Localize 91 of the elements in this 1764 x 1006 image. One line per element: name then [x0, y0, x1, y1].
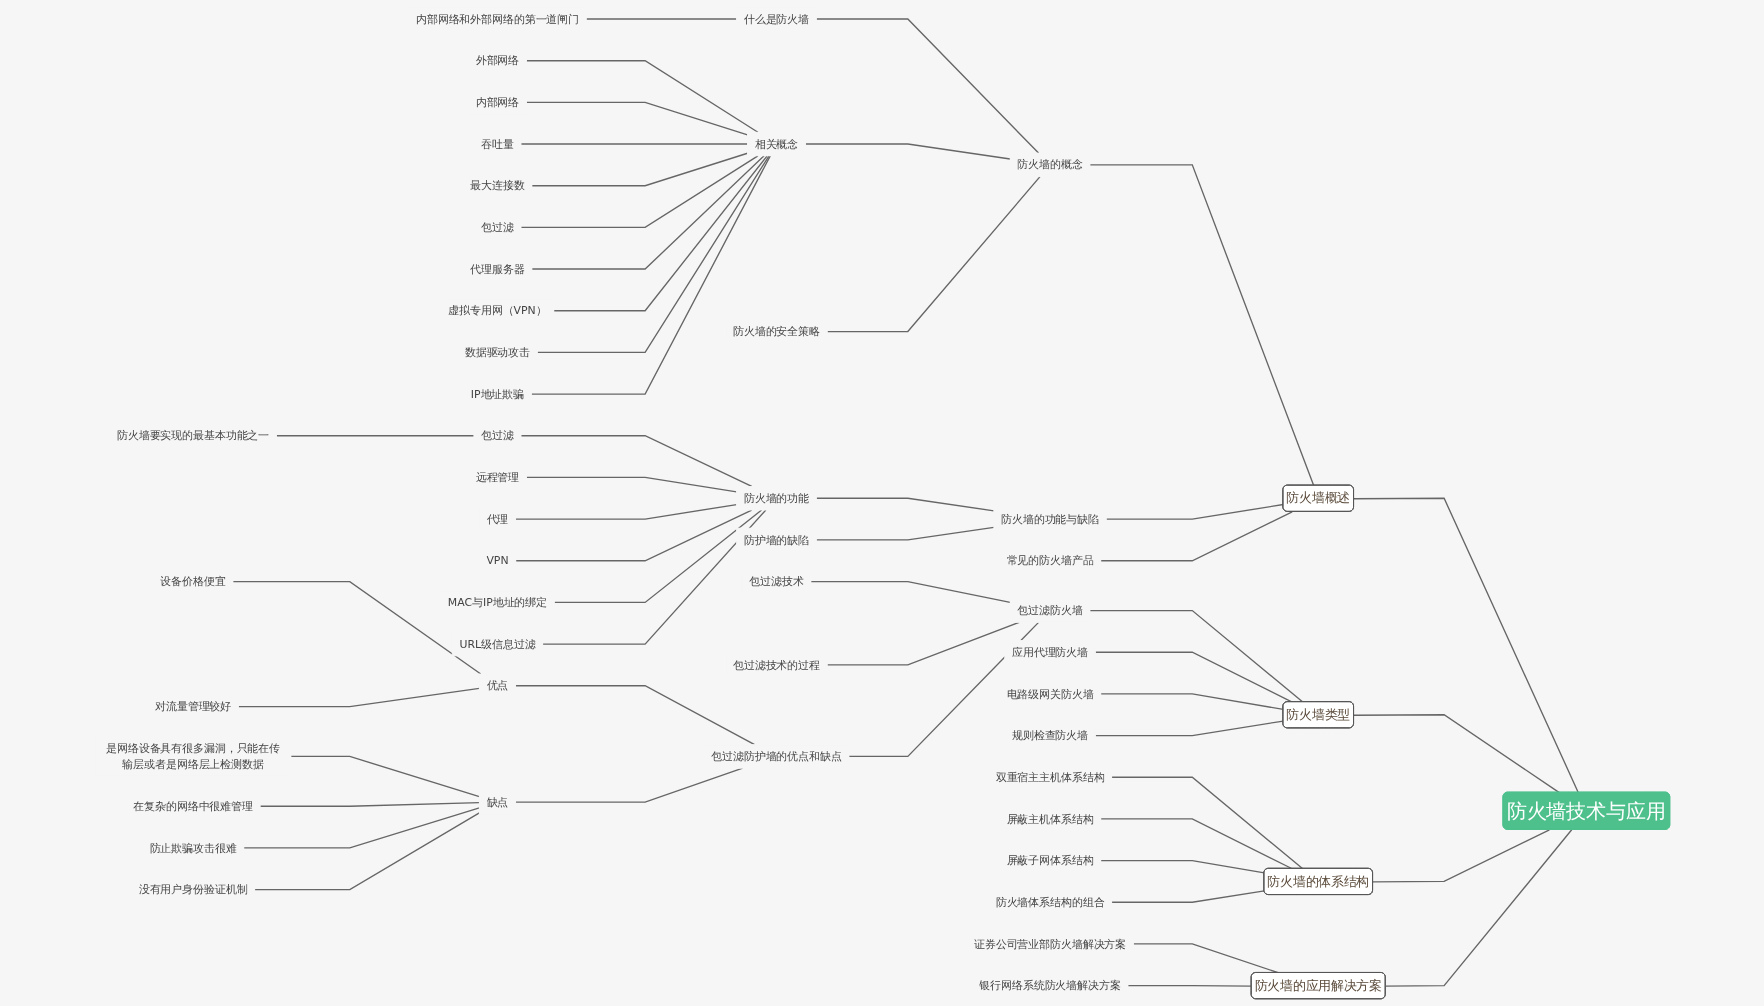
node-text: 包过滤 — [480, 429, 514, 443]
connector — [826, 175, 1041, 333]
connector — [519, 143, 748, 145]
node-text: 没有用户身份验证机制 — [138, 883, 247, 896]
node-text: 代理服务器 — [469, 262, 525, 276]
connector — [1088, 164, 1314, 487]
node-text: 屏蔽子网体系结构 — [1006, 854, 1094, 867]
node-text: 在复杂的网络中很难管理 — [132, 799, 253, 813]
node-text: 优点 — [486, 679, 508, 693]
node-text: 规则检查防火墙 — [1011, 729, 1088, 742]
connector — [253, 812, 480, 891]
connector — [847, 621, 1039, 758]
connector — [514, 685, 755, 746]
connector — [804, 143, 1011, 160]
connector — [815, 497, 995, 512]
connector — [1110, 776, 1303, 870]
node-text: 屏蔽主机体系结构 — [1006, 812, 1094, 826]
node-text: 电路级网关防火墙 — [1006, 687, 1094, 701]
node-text: 设备价格便宜 — [160, 575, 226, 588]
node-text: 包过滤技术 — [748, 575, 804, 588]
connector — [826, 621, 1020, 666]
connector — [237, 687, 480, 708]
connector — [530, 152, 748, 187]
node-text: 包过滤技术的过程 — [732, 658, 820, 672]
node-text: 远程管理 — [475, 471, 519, 484]
connector — [1088, 609, 1303, 703]
connector — [525, 60, 759, 133]
node-text: 防止欺骗攻击很难 — [149, 841, 237, 855]
connector — [1352, 714, 1560, 794]
node-text: 内部网络 — [475, 96, 519, 109]
node-text: 什么是防火墙 — [743, 12, 809, 26]
connector — [514, 503, 737, 520]
connector — [585, 18, 737, 20]
node-text: 虚拟专用网（VPN） — [447, 304, 547, 318]
connector — [525, 101, 748, 136]
node-text: 包过滤防火墙 — [1016, 604, 1083, 617]
connector — [1099, 511, 1293, 562]
node-text: 防火墙要实现的最基本功能之一 — [116, 429, 269, 443]
node-text: 最大连接数 — [469, 179, 525, 193]
connector — [231, 580, 481, 675]
node-text: 防火墙的功能 — [743, 491, 809, 505]
node-text: 缺点 — [486, 795, 508, 809]
node-text: URL级信息过滤 — [459, 637, 535, 651]
connector — [1094, 720, 1284, 737]
node-text: 包过滤 — [480, 221, 514, 234]
node-text: 吞吐量 — [480, 137, 514, 151]
connector — [1099, 859, 1265, 874]
connector — [514, 509, 752, 562]
connector — [289, 755, 480, 798]
connector — [1094, 651, 1293, 703]
node-text: 代理 — [486, 512, 508, 526]
node-text: 是网络设备具有很多漏洞，只能在传输层或者是网络层上检测数据 — [105, 741, 280, 771]
connector — [519, 155, 759, 229]
connector — [242, 807, 480, 849]
connector — [1371, 829, 1550, 883]
node-text: MAC与IP地址的绑定 — [447, 596, 547, 609]
connector — [530, 155, 765, 270]
connector — [541, 509, 767, 645]
connector — [815, 18, 1039, 154]
connector — [1352, 497, 1579, 794]
node-text: 常见的防火墙产品 — [1006, 554, 1094, 568]
connector — [1110, 890, 1265, 903]
connector — [1126, 984, 1252, 987]
node-text: 双重宿主主机体系结构 — [995, 770, 1104, 784]
node-text: 数据驱动攻击 — [464, 346, 530, 359]
connector — [1384, 829, 1572, 987]
connector — [1099, 818, 1293, 870]
node-text: 证券公司营业部防火墙解决方案 — [973, 937, 1126, 951]
connector — [525, 476, 737, 493]
node-text: 防火墙的安全策略 — [732, 325, 820, 338]
node-text: 银行网络系统防火墙解决方案 — [978, 979, 1121, 992]
node-text: VPN — [485, 554, 509, 568]
node-text: 防火墙体系结构的组合 — [995, 895, 1104, 909]
connector — [519, 435, 752, 488]
connector — [809, 580, 1011, 604]
node-text: 内部网络和外部网络的第一道闸门 — [415, 12, 579, 26]
node-text: 外部网络 — [475, 54, 519, 68]
connector — [275, 435, 475, 437]
node-text: IP地址欺骗 — [470, 387, 524, 401]
connector — [258, 802, 480, 807]
connector — [552, 155, 768, 312]
connector — [1099, 693, 1284, 711]
node-text: 对流量管理较好 — [154, 700, 231, 713]
connector — [815, 526, 995, 541]
connector — [536, 155, 770, 354]
node-text: 包过滤防护墙的优点和缺点 — [710, 750, 842, 763]
connector — [530, 155, 771, 395]
connector — [1105, 503, 1284, 520]
node-text: 防火墙的概念 — [1016, 158, 1083, 172]
connector — [553, 509, 762, 604]
node-text: 防火墙的功能与缺陷 — [1000, 512, 1099, 526]
